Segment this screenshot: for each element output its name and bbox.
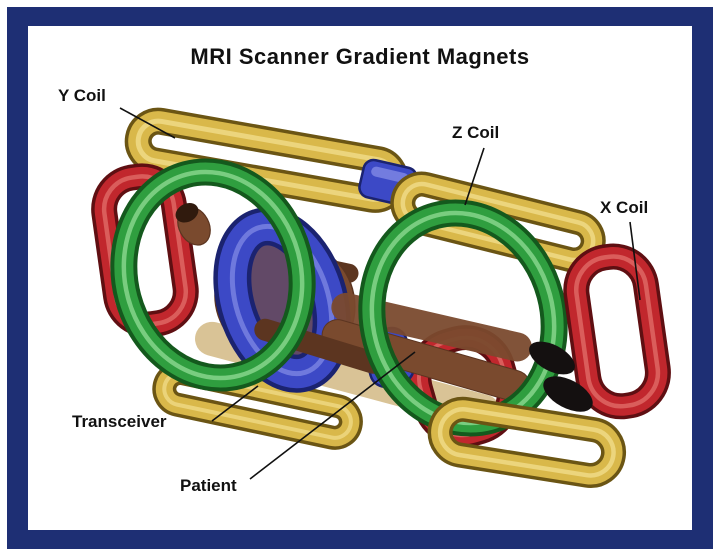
- y-coil-bottom-right: [427, 396, 627, 488]
- leader-transceiver: [211, 385, 259, 422]
- leader-patient: [249, 351, 416, 480]
- label-y-coil: Y Coil: [58, 86, 106, 105]
- leader-y-coil: [119, 107, 176, 139]
- leader-z-coil: [464, 147, 485, 206]
- label-z-coil: Z Coil: [452, 123, 500, 142]
- label-transceiver: Transceiver: [72, 412, 167, 431]
- x-coil-left: [91, 163, 199, 338]
- patient-foot-near: [543, 376, 593, 412]
- label-patient: Patient: [180, 476, 237, 495]
- label-x-coil: X Coil: [600, 198, 649, 217]
- x-coil-right: [563, 243, 671, 420]
- leader-x-coil: [629, 221, 641, 301]
- y-coil-top-right: [390, 171, 606, 273]
- patient-foot-far: [529, 341, 575, 375]
- y-coil-bottom-left: [152, 360, 363, 450]
- patient-head: [175, 203, 211, 246]
- z-coil-ring-front: [110, 158, 316, 392]
- diagram-title: MRI Scanner Gradient Magnets: [190, 44, 530, 69]
